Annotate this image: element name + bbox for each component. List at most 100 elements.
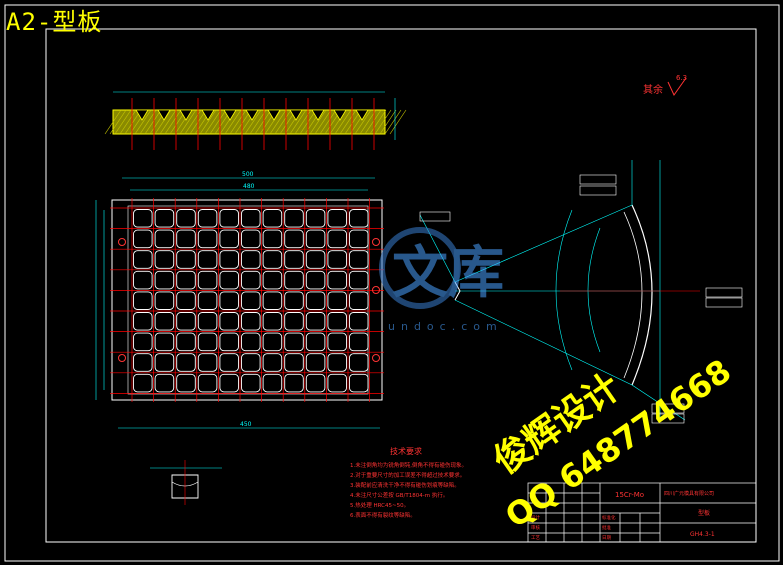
pocket-cell (176, 312, 196, 331)
pocket-cell (197, 373, 218, 393)
hatch-line (154, 109, 172, 135)
pocket-cell (349, 291, 369, 310)
pocket-cell (176, 209, 196, 228)
hatch-line (179, 109, 197, 135)
pocket-cell (327, 312, 347, 331)
hole-tl (118, 238, 126, 246)
pocket-cell (176, 229, 196, 249)
pocket-cell (133, 291, 153, 310)
pocket-cell (284, 250, 304, 269)
pocket-cell (241, 373, 261, 393)
hatch-line (339, 109, 357, 135)
roughness-symbol-icon (667, 77, 687, 96)
pocket-cell (176, 270, 196, 290)
dim-inner-width-text: 480 (243, 183, 255, 190)
note-line-2: 2.对于重要尺寸的加工误差不得超过技术要求。 (350, 471, 465, 479)
pocket-cell (219, 270, 239, 290)
top-view: 500 480 450 (95, 171, 384, 429)
pocket-cell (262, 270, 283, 290)
pocket-cell (327, 373, 347, 393)
pocket-cell (262, 250, 283, 269)
tolerance-frame-bottom (651, 403, 685, 414)
pocket-cell (219, 312, 239, 331)
hatch-line (159, 109, 177, 135)
grid-centerlines (110, 198, 384, 402)
note-line-3: 3.装配前应清洗干净不得有碰伤划痕等缺陷。 (350, 481, 460, 489)
hole-bl (118, 354, 126, 362)
drawing-no-text: GH4.3-1 (690, 531, 715, 538)
hatch-line (334, 109, 352, 135)
pocket-cell (197, 209, 218, 228)
pocket-cell (197, 291, 218, 310)
pocket-cell (284, 312, 304, 331)
hatch-line (249, 109, 267, 135)
hatch-line (109, 109, 127, 135)
hatch-line (384, 109, 402, 135)
pocket-cell (133, 332, 153, 352)
pocket-cell (284, 270, 304, 290)
side-groove (267, 109, 281, 121)
detail-arc-inner (623, 211, 643, 379)
side-view-centerlines (131, 98, 375, 150)
tb-cell-1: 审核 (531, 524, 540, 531)
pocket-cell (197, 353, 218, 372)
pocket-cell (241, 312, 261, 331)
pocket-cell (133, 270, 153, 290)
hatch-line (379, 109, 397, 135)
hatch-line (254, 109, 272, 135)
pocket-cell (305, 270, 326, 290)
pocket-cell (241, 270, 261, 290)
hatch-line (369, 109, 387, 135)
small-detail-view (150, 460, 222, 505)
tb-cell-0: 设计 (531, 514, 540, 521)
watermark-author: 俊辉设计 QQ 648774668 (486, 352, 737, 536)
sheet-title: A2-型板 (6, 8, 103, 36)
pocket-cell (349, 353, 369, 372)
pocket-cell (262, 229, 283, 249)
pocket-cell (176, 353, 196, 372)
hatch-line (204, 109, 222, 135)
pocket-cell (284, 353, 304, 372)
pocket-cell (305, 291, 326, 310)
pocket-cell (262, 332, 283, 352)
hatch-line (359, 109, 377, 135)
pocket-cell (197, 312, 218, 331)
pocket-cell (241, 332, 261, 352)
side-groove (157, 109, 171, 121)
pocket-cell (305, 312, 326, 331)
sheet-border-inner (45, 28, 757, 543)
dim-bottom-width-text: 450 (240, 421, 252, 428)
sheet-border-outer (4, 4, 780, 562)
notes-title: 技术要求 (390, 446, 422, 456)
pocket-cell (284, 373, 304, 393)
pocket-grid (133, 209, 369, 393)
part-name-text: 型板 (698, 509, 710, 517)
pocket-cell (197, 270, 218, 290)
detail-ray-bottom (454, 299, 633, 386)
pocket-cell (241, 229, 261, 249)
pocket-cell (349, 229, 369, 249)
pocket-cell (349, 373, 369, 393)
hatch-line (209, 109, 227, 135)
material-text: 15Cr-Mo (615, 491, 644, 499)
tolerance-frame-bottom-2 (651, 413, 685, 424)
side-view-notches (135, 109, 369, 121)
side-groove (245, 109, 259, 121)
pocket-cell (197, 332, 218, 352)
pocket-cell (219, 373, 239, 393)
tolerance-frame-right-2 (705, 297, 743, 308)
pocket-cell (241, 291, 261, 310)
pocket-cell (305, 209, 326, 228)
side-groove (333, 109, 347, 121)
watermark-domain: undoc.com (388, 320, 503, 333)
pocket-cell (262, 373, 283, 393)
watermark-brand: 文库 (392, 241, 504, 306)
pocket-cell (305, 373, 326, 393)
pocket-cell (284, 209, 304, 228)
detail-arc-outer (631, 204, 653, 386)
pointer-top (419, 214, 456, 283)
title-block (527, 482, 757, 543)
pocket-cell (154, 373, 175, 393)
pocket-cell (154, 291, 175, 310)
hatch-line (104, 109, 122, 135)
